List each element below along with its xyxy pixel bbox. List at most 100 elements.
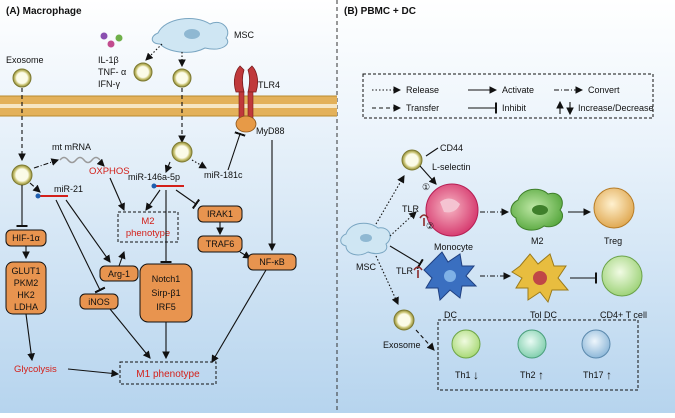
dc-cell <box>423 251 478 302</box>
hk2-label: HK2 <box>17 290 35 300</box>
mir181-label: miR-181c <box>204 170 243 180</box>
mir146-inhibit-irak1 <box>175 189 201 210</box>
msc-inhibit-dc <box>389 245 424 270</box>
arg1-to-m2 <box>118 250 126 267</box>
th1-cell <box>451 329 481 359</box>
panel-a-title: (A) Macrophage <box>6 6 82 17</box>
th17-label: Th17 <box>583 370 604 380</box>
cd44-pointer <box>425 147 439 157</box>
msc-cell-a <box>151 18 229 53</box>
m2-phenotype-label-line2: phenotype <box>126 228 170 239</box>
inos-box <box>79 293 119 310</box>
exosome-to-monocyte <box>419 165 437 185</box>
m1-phenotype-box <box>119 361 217 385</box>
nfkb-box <box>247 253 297 271</box>
mir146-to-m2 <box>145 189 161 211</box>
msc-label-b: MSC <box>356 262 377 272</box>
glut-to-glycolysis <box>25 313 35 362</box>
legend-activate: Activate <box>502 85 534 95</box>
th2-cell <box>517 329 547 359</box>
exosome-vesicle-b-top <box>401 149 423 171</box>
inos-label: iNOS <box>88 297 110 307</box>
glut1-label: GLUT1 <box>11 266 40 276</box>
mt-mrna-arrow <box>33 158 60 169</box>
irak1-label: IRAK1 <box>207 209 233 219</box>
exosome-to-th <box>415 329 435 351</box>
th1-arrow: ↓ <box>473 368 479 382</box>
monocyte-label: Monocyte <box>434 242 473 252</box>
exosome-vesicle-inner-right <box>171 141 193 163</box>
m1-phenotype-label: M1 phenotype <box>136 369 200 380</box>
msc-cell-b <box>340 222 391 256</box>
myd88-label: MyD88 <box>256 126 285 136</box>
tlr-label-1: TLR <box>402 204 420 214</box>
monocyte-cell <box>425 183 479 237</box>
m2-label: M2 <box>531 236 544 246</box>
nfkb-label: NF-κB <box>259 257 285 267</box>
mir146-arrow <box>164 161 173 174</box>
traf6-box <box>197 235 243 253</box>
marker-2: ② <box>426 221 434 231</box>
legend-increase-decrease: Increase/Decrease <box>578 103 654 113</box>
cd4-tcell <box>601 255 643 297</box>
msc-label-a: MSC <box>234 30 255 40</box>
exosome-label-a: Exosome <box>6 55 44 65</box>
legend-transfer: Transfer <box>406 103 439 113</box>
release-to-exosome-top <box>375 175 405 225</box>
th1-label: Th1 <box>455 370 471 380</box>
arg1-label: Arg-1 <box>108 269 130 279</box>
panel-b-title: (B) PBMC + DC <box>344 6 416 17</box>
tlr-label-2: TLR <box>396 266 414 276</box>
th17-cell <box>581 329 611 359</box>
lselectin-label: L-selectin <box>432 162 471 172</box>
exosome-vesicle-top-right <box>172 68 192 88</box>
pkm2-label: PKM2 <box>14 278 39 288</box>
exosome-vesicle-inner-left <box>11 164 33 186</box>
sirpb1-label: Sirp-β1 <box>151 288 180 298</box>
legend-increase-decrease-icon <box>556 100 574 116</box>
cd4-label: CD4+ T cell <box>600 310 647 320</box>
tlr4-receptor <box>233 65 259 133</box>
exosome-vesicle-top-left <box>133 62 153 82</box>
mir21-rna-icon <box>35 193 68 199</box>
mir181-arrow <box>191 159 207 169</box>
cytokine-il1b: IL-1β <box>98 55 119 65</box>
m2-nucleus <box>532 205 548 215</box>
tlr4-label: TLR4 <box>258 80 280 90</box>
inos-to-m1 <box>109 308 151 359</box>
glycolysis-label: Glycolysis <box>14 364 57 375</box>
legend-convert: Convert <box>588 85 620 95</box>
treg-label: Treg <box>604 236 622 246</box>
cytokine-ifng: IFN-γ <box>98 79 120 89</box>
toldc-label: Tol DC <box>530 310 558 320</box>
release-arrow-1 <box>145 43 163 61</box>
notch1-label: Notch1 <box>152 274 181 284</box>
mir146-rna-icon <box>151 183 184 189</box>
legend-inhibit: Inhibit <box>502 103 527 113</box>
mir21-to-arg1 <box>65 199 111 263</box>
tlr-receptor-icon-1 <box>419 214 429 226</box>
treg-cell <box>593 187 635 229</box>
th2-arrow: ↑ <box>538 368 544 382</box>
th-subsets-box <box>437 319 639 391</box>
msc-to-monocyte <box>389 211 417 237</box>
exosome-label-b: Exosome <box>383 340 421 350</box>
cell-membrane <box>0 95 337 117</box>
mt-mrna-strand <box>59 156 101 164</box>
mir181-inhibit-tlr4 <box>227 131 246 171</box>
th2-label: Th2 <box>520 370 536 380</box>
m2-phenotype-box <box>117 211 179 243</box>
legend-box <box>362 73 654 119</box>
cytokine-tnfa: TNF- α <box>98 67 126 77</box>
th17-arrow: ↑ <box>606 368 612 382</box>
glycolysis-to-m1 <box>67 368 120 378</box>
oxphos-to-m2 <box>109 177 125 212</box>
nfkb-to-m1 <box>211 269 267 363</box>
hif1a-label: HIF-1α <box>12 233 40 243</box>
oxphos-label: OXPHOS <box>89 166 130 177</box>
legend-release: Release <box>406 85 439 95</box>
cytokine-particles <box>100 32 123 48</box>
mt-mrna-label: mt mRNA <box>52 142 91 152</box>
